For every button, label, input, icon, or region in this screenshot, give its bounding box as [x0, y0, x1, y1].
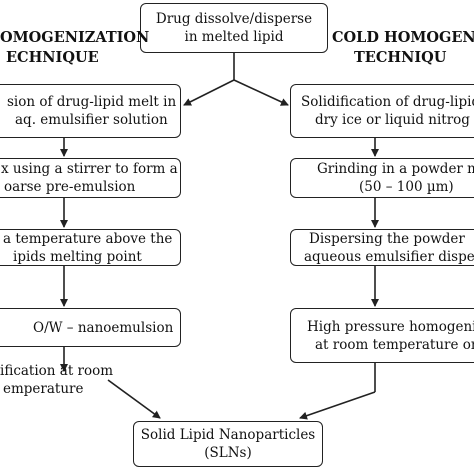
result-line-1: Solid Lipid Nanoparticles — [140, 427, 316, 443]
hot-step-2-box: x using a stirrer to form a oarse pre-em… — [0, 158, 181, 198]
hot-step-4-box: O/W – nanoemulsion — [0, 308, 181, 347]
hot-heading-line-2: ECHNIQUE — [6, 49, 99, 66]
arrow-cold-to-final — [299, 391, 376, 420]
cold-heading-line-2: TECHNIQU — [354, 49, 447, 66]
cold-step-1-line-1: Solidification of drug-lipid — [301, 94, 474, 110]
hot-step-1-box: sion of drug-lipid melt in aq. emulsifie… — [0, 84, 181, 138]
hot-step-3-box: a temperature above the ipids melting po… — [0, 229, 181, 266]
start-line-2: in melted lipid — [184, 29, 284, 45]
hot-step-2-line-2: oarse pre-emulsion — [4, 179, 136, 195]
arrow-hot-to-final — [107, 379, 161, 419]
result-box: Solid Lipid Nanoparticles (SLNs) — [133, 421, 323, 467]
hot-final-line-1: ification at room — [0, 363, 114, 379]
start-box: Drug dissolve/disperse in melted lipid — [140, 3, 328, 53]
cold-step-4-box: High pressure homogeni at room temperatu… — [290, 308, 474, 363]
cold-step-2-line-1: Grinding in a powder m — [317, 161, 474, 177]
hot-step-3-line-2: ipids melting point — [13, 248, 142, 265]
hot-step-3-line-1: a temperature above the — [3, 230, 173, 247]
result-line-2: (SLNs) — [204, 445, 252, 461]
cold-step-2-line-2: (50 – 100 µm) — [359, 179, 454, 195]
cold-step-4-line-1: High pressure homogeni — [307, 318, 474, 335]
cold-heading-line-1: COLD HOMOGENIZ — [332, 29, 474, 46]
hot-step-2-line-1: x using a stirrer to form a — [1, 161, 178, 177]
hot-step-1-line-2: aq. emulsifier solution — [15, 112, 168, 128]
hot-heading-line-1: OMOGENIZATION — [0, 29, 150, 46]
cold-step-3-line-1: Dispersing the powder — [309, 230, 465, 247]
hot-step-4-line-1: O/W – nanoemulsion — [33, 319, 174, 336]
hot-final-line-2: emperature — [3, 381, 84, 397]
arrow-to-hot — [183, 79, 235, 106]
arrow-to-cold — [233, 79, 289, 106]
cold-step-3-box: Dispersing the powder aqueous emulsifier… — [290, 229, 474, 266]
cold-step-2-box: Grinding in a powder m (50 – 100 µm) — [290, 158, 474, 198]
hot-step-1-line-1: sion of drug-lipid melt in — [7, 94, 177, 110]
cold-step-3-line-2: aqueous emulsifier disper — [304, 248, 474, 265]
start-line-1: Drug dissolve/disperse — [155, 11, 313, 27]
cold-step-1-box: Solidification of drug-lipid dry ice or … — [290, 84, 474, 138]
cold-step-1-line-2: dry ice or liquid nitrog — [315, 112, 470, 128]
cold-step-4-line-2: at room temperature or — [315, 336, 474, 353]
